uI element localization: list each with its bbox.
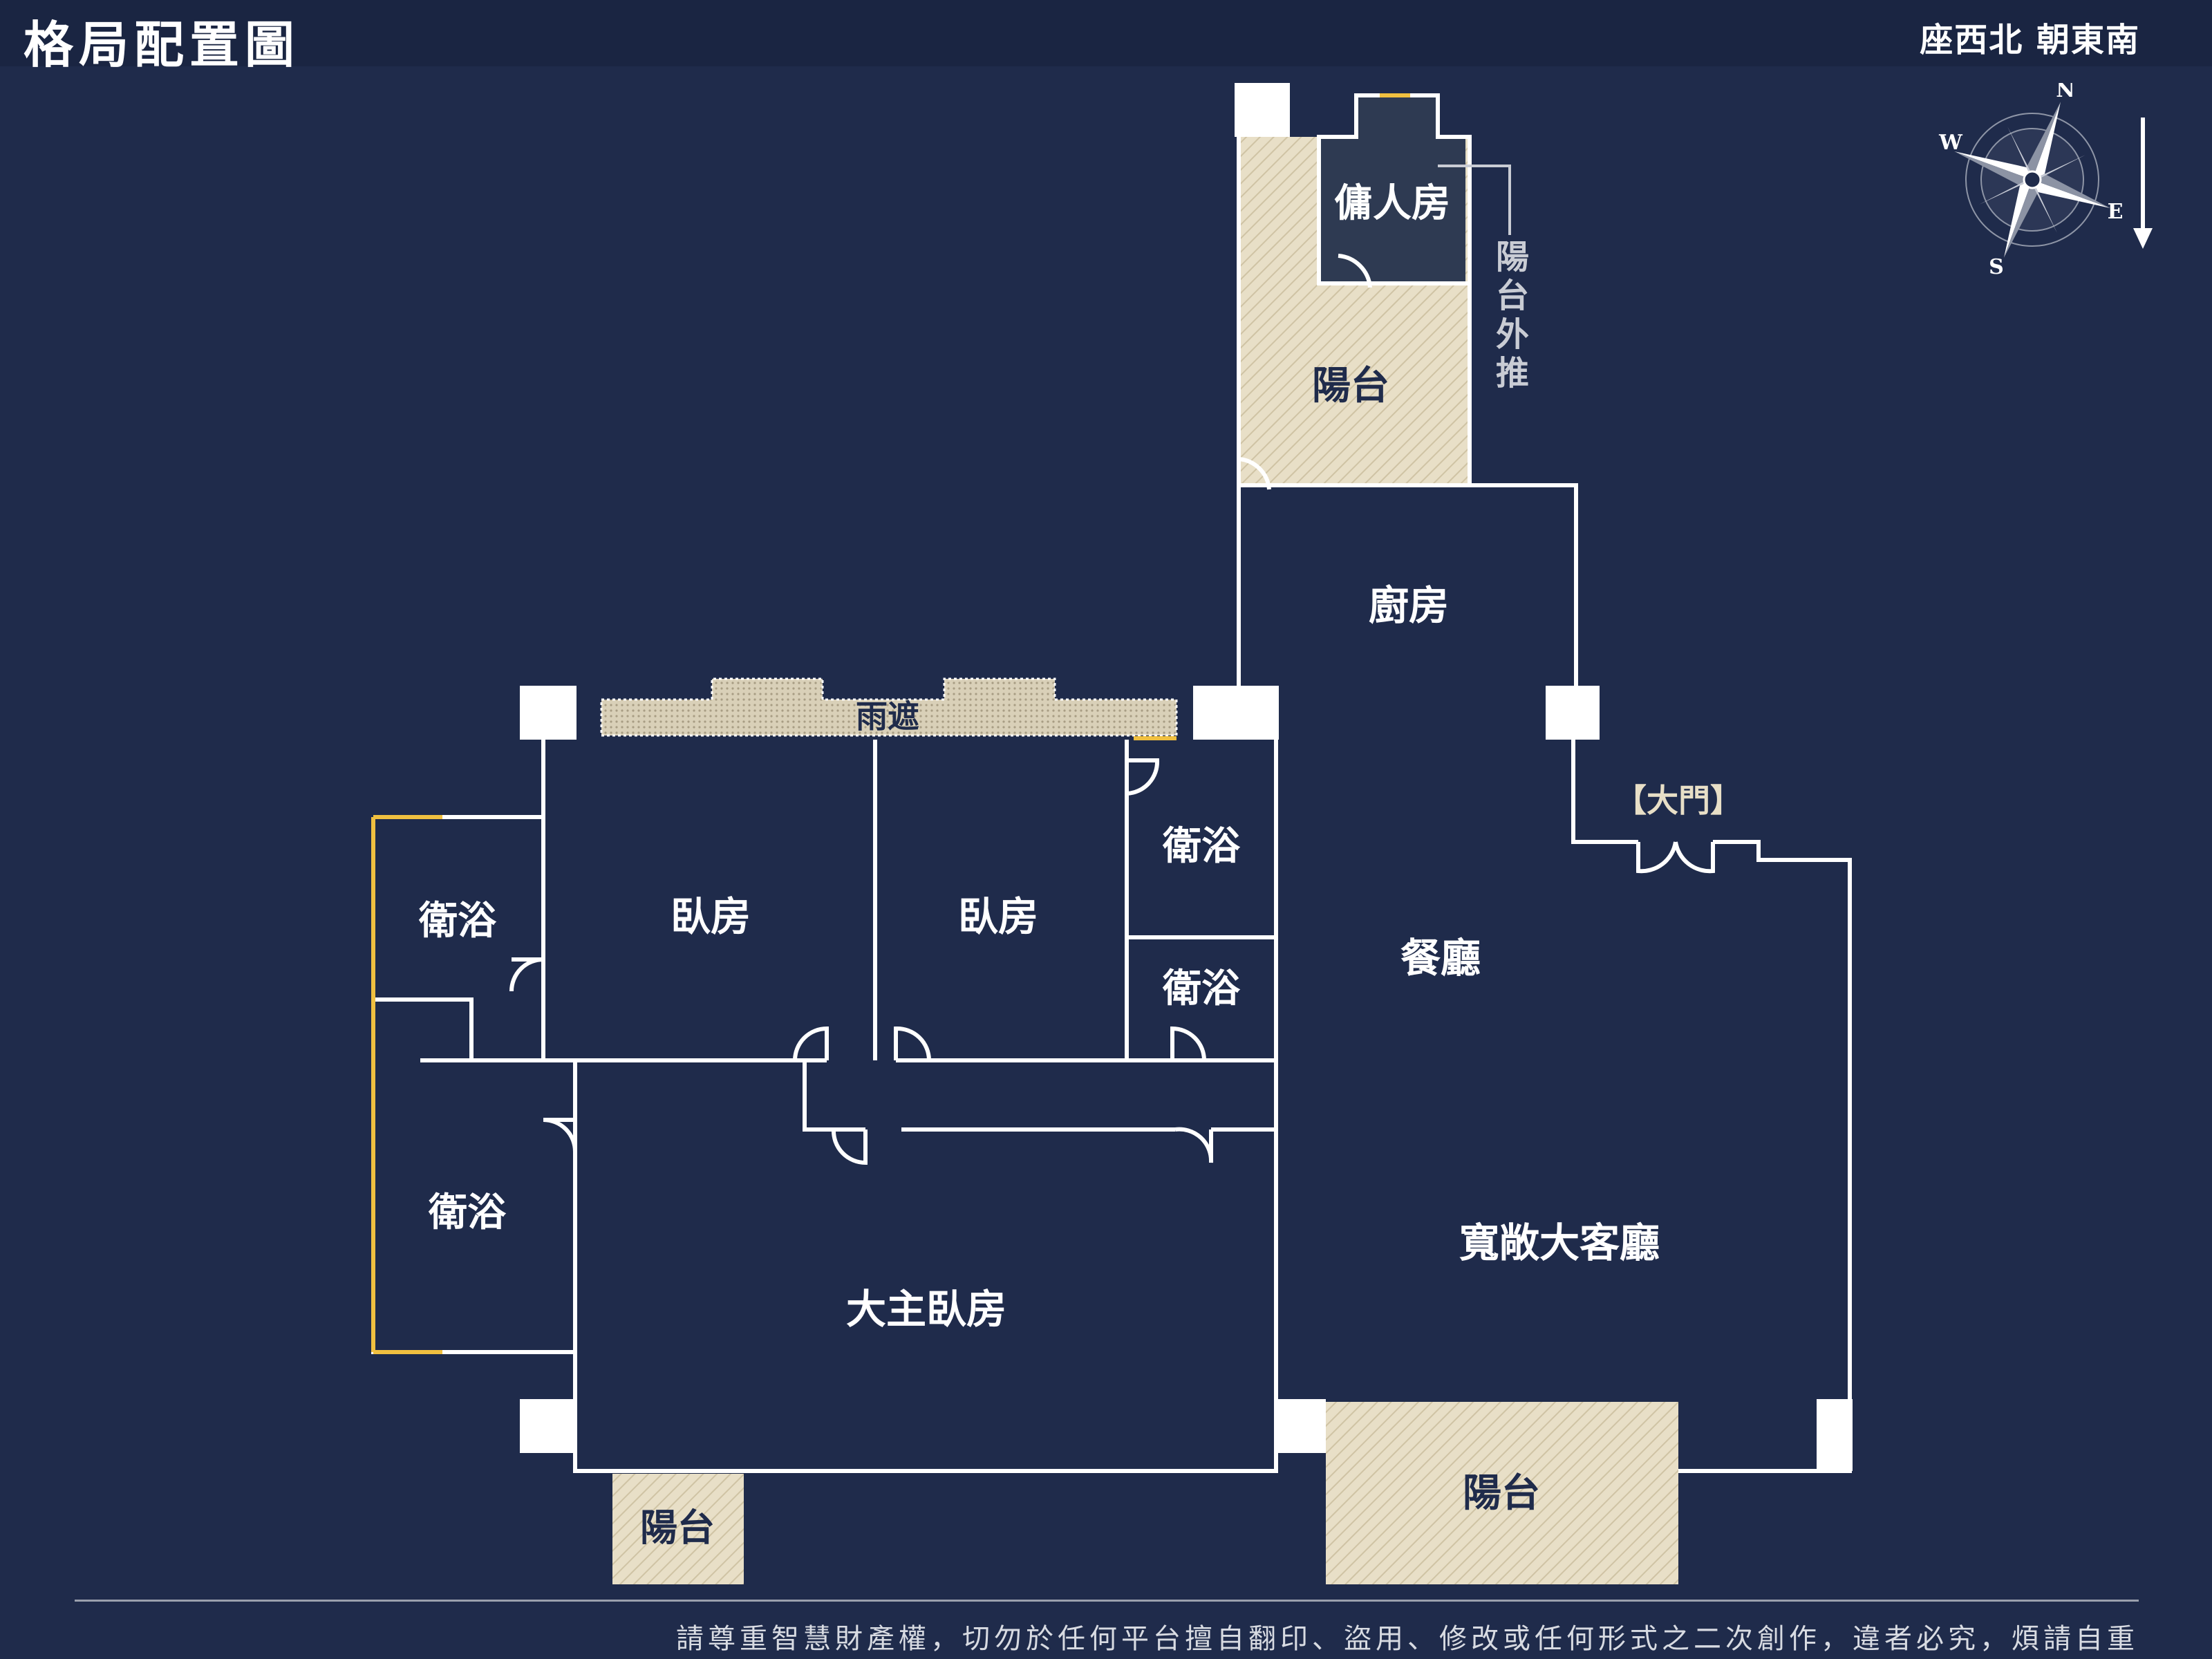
page-title: 格局配置圖 (24, 16, 301, 74)
door-bath-left (509, 957, 544, 992)
servant-room-area (1319, 137, 1465, 283)
label-living: 寬敞大客廳 (1459, 1219, 1660, 1266)
window-accents (371, 93, 1410, 1354)
label-bath-mid-top: 衛浴 (1162, 824, 1241, 869)
label-master-bedroom: 大主臥房 (846, 1286, 1006, 1333)
label-servant-room: 傭人房 (1334, 181, 1450, 226)
compass-s: S (1989, 255, 2004, 279)
footer-divider (75, 1600, 2139, 1602)
label-balcony-small: 陽台 (640, 1506, 715, 1550)
compass-rose-icon: N E S W (1938, 83, 2153, 279)
compass-e: E (2108, 200, 2124, 224)
label-bath-left-bottom: 衛浴 (428, 1190, 507, 1235)
compass-n: N (2056, 83, 2074, 102)
balcony-small-area (612, 1474, 744, 1584)
label-balcony-large: 陽台 (1463, 1471, 1540, 1516)
label-kitchen: 廚房 (1369, 582, 1449, 629)
label-bath-left-top: 衛浴 (418, 899, 497, 944)
label-dining: 餐廳 (1400, 935, 1481, 982)
doors (509, 254, 1715, 1165)
awning-area (600, 677, 1178, 737)
label-bedroom-1: 臥房 (671, 893, 751, 940)
label-bath-mid-bottom: 衛浴 (1162, 966, 1241, 1011)
down-arrow-icon (2133, 118, 2153, 249)
label-awning: 雨遮 (856, 698, 919, 735)
extension-leader-line (1438, 165, 1511, 235)
copyright-notice: 請尊重智慧財產權，切勿於任何平台擅自翻印、盜用、修改或任何形式之二次創作，違者必… (676, 1623, 2139, 1655)
balcony-large-area (1326, 1402, 1678, 1584)
compass-w: W (1938, 131, 1963, 155)
label-bedroom-2: 臥房 (958, 893, 1038, 940)
label-upper-balcony: 陽台 (1312, 364, 1389, 409)
structural-columns (520, 83, 1853, 1471)
orientation-label: 座西北 朝東南 (1920, 21, 2140, 59)
servant-room-nook (1319, 95, 1438, 137)
label-main-door: 【大門】 (1615, 782, 1742, 819)
header-bar: 格局配置圖 座西北 朝東南 (0, 0, 2212, 74)
label-balcony-extension: 陽台外推 (1495, 238, 1529, 393)
